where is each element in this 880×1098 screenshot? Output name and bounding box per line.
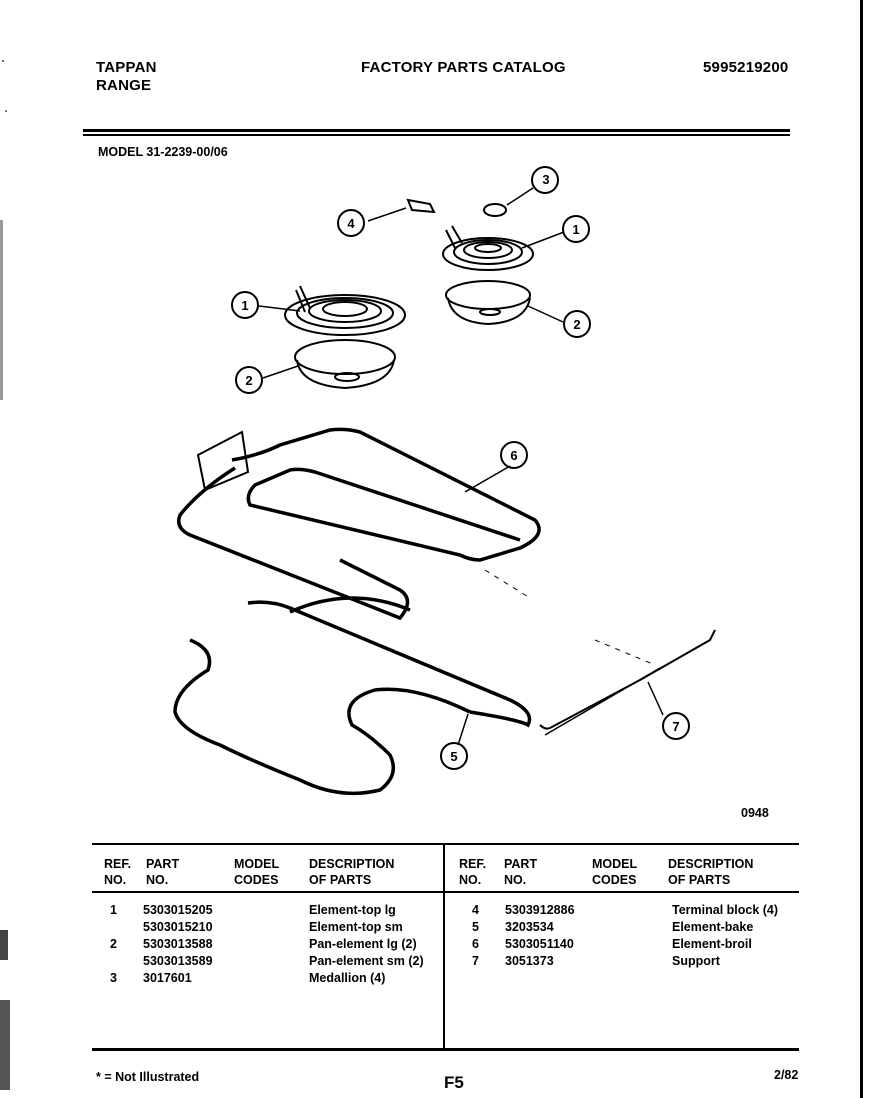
- drawing-number: 0948: [741, 806, 769, 820]
- callout-label: 4: [347, 216, 355, 231]
- pan-left-drawing: [294, 339, 396, 390]
- element-top-right-drawing: [442, 225, 534, 271]
- medallion-drawing: [483, 203, 507, 217]
- callout-label: 1: [241, 298, 248, 313]
- callout-label: 7: [672, 719, 679, 734]
- catalog-number: 5995219200: [703, 59, 789, 76]
- table-right-ref-column: 4 5 6 7: [472, 903, 479, 968]
- element-broil-drawing: [177, 427, 541, 621]
- callout-label: 2: [573, 317, 580, 332]
- table-divider: [443, 843, 445, 1048]
- table-left-part-column: 5303015205 5303015210 5303013588 5303013…: [143, 903, 213, 985]
- table-left-ref-column: 1 2 3: [110, 903, 117, 985]
- header-ref: REF.NO.: [459, 857, 487, 887]
- callout-label-medallion: 3: [540, 172, 552, 187]
- callout-label: 5: [450, 749, 457, 764]
- table-right-part-column: 5303912886 3203534 5303051140 3051373: [505, 903, 575, 968]
- callout-label: 2: [245, 373, 252, 388]
- brand-label: TAPPAN: [96, 59, 157, 76]
- support-drawing: [539, 629, 716, 730]
- header-ref: REF.NO.: [104, 857, 132, 887]
- table-rule-bottom: [92, 1048, 799, 1051]
- header-rule-top: [83, 129, 790, 132]
- catalog-date: 2/82: [774, 1068, 799, 1082]
- element-bake-drawing: [173, 596, 532, 796]
- terminal-block-drawing: [406, 198, 436, 214]
- table-rule-header: [92, 891, 799, 893]
- model-line: MODEL 31-2239-00/06: [98, 145, 228, 159]
- header-rule-bottom: [83, 134, 790, 136]
- page-frame-right: [860, 0, 863, 1098]
- not-illustrated-note: * = Not Illustrated: [96, 1070, 200, 1084]
- assembly-guides: [484, 569, 656, 666]
- exploded-parts-diagram: 1 4 1 1 2 2 6 5 7: [173, 166, 716, 796]
- callout-label: 6: [510, 448, 517, 463]
- table-left-desc-column: Element-top lg Element-top sm Pan-elemen…: [309, 903, 424, 985]
- product-label: RANGE: [96, 77, 152, 94]
- callout-circles: [231, 166, 690, 770]
- pan-right-drawing: [445, 280, 531, 326]
- table-right-desc-column: Terminal block (4) Element-bake Element-…: [672, 903, 779, 968]
- element-top-left-drawing: [284, 285, 406, 336]
- table-rule-top: [92, 843, 799, 845]
- callout-leaders: [258, 187, 664, 746]
- callout-label: 1: [572, 222, 579, 237]
- catalog-title: FACTORY PARTS CATALOG: [361, 59, 566, 76]
- scan-edge-artifact: [0, 60, 10, 1090]
- page-code: F5: [444, 1073, 464, 1092]
